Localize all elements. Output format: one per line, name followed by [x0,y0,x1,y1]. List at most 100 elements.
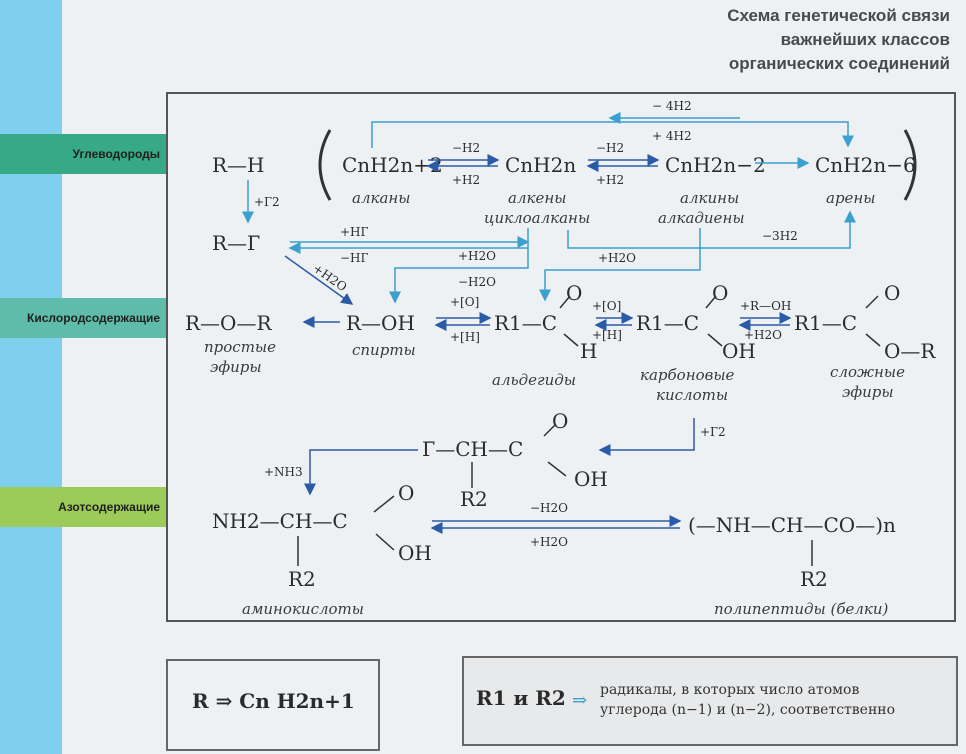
name-alkanes: алканы [352,189,411,207]
cond-mh2o-a: −H2O [458,275,496,289]
legend-r1r2: R1 и R2 [476,686,566,710]
arrow-rg-alcohol [284,255,354,305]
formula-ester-o: O [884,281,900,305]
formula-peptide-r2: R2 [800,567,828,591]
cond-ph2: +[H] [592,328,622,342]
cond-po2: +[O] [592,299,621,313]
formula-amino: NH2—CH—C [212,509,348,533]
formula-peptide: (—NH—CH—CO—)n [688,513,896,537]
arrow-acid-haloacid [598,418,695,456]
name-ethers2: эфиры [210,358,262,376]
cond-ph2o-b: +H2O [458,249,496,263]
side-color-band [0,0,62,754]
cond-ph2o-e: +H2O [530,535,568,549]
formula-amino-o: O [398,481,414,505]
cond-ph2o-d: +H2O [744,328,782,342]
cond-roh: +R—OH [740,299,791,313]
formula-rg: R—Г [212,231,260,255]
bond-amino-o [373,495,395,513]
bond-ester-o [865,295,879,309]
formula-haloacid-oh: OH [574,467,608,491]
formula-acid-r1c: R1—C [636,311,699,335]
name-alcohols: спирты [352,341,416,359]
formula-aldehyde-o: O [566,281,582,305]
formula-rh: R—H [212,153,265,177]
scheme-frame [166,92,956,622]
bond-amino-oh [375,533,395,551]
bond-acid-oh [707,333,723,347]
page-title: Схема генетической связи важнейших класс… [727,4,950,76]
name-alkynes: алкины [680,189,739,207]
formula-haloacid-r2: R2 [460,487,488,511]
formula-haloacid-o: O [552,409,568,433]
cond-p4h2: + 4H2 [652,129,692,143]
cond-pnh3: +NH3 [264,465,303,479]
formula-aldehyde-h: H [580,339,597,363]
tag-oxygen-label: Кислородсодержащие [27,311,160,325]
arrow-alkyne-aldehyde-line [590,228,701,271]
legend-box-r1r2: R1 и R2 ⇒ радикалы, в которых число атом… [462,656,958,746]
formula-alkyne: CnH2n−2 [665,153,766,177]
formula-aldehyde-r1c: R1—C [494,311,557,335]
formula-alkane: CnH2n+2 [342,153,443,177]
arrow-alkene-alcohol [389,228,529,304]
arrow-cyclo-arene [567,210,856,249]
name-aldehydes: альдегиды [492,371,576,389]
formula-haloacid: Г—CH—C [422,437,523,461]
name-alkadienes: алкадиены [658,209,745,227]
cond-mh2a: −H2 [452,141,480,155]
legend-text-1: радикалы, в которых число атомов [600,682,860,698]
cond-po1: +[O] [450,295,479,309]
cond-ph1: +[H] [450,330,480,344]
formula-acid-oh: OH [722,339,756,363]
bond-haloacid-o [543,423,557,437]
cond-m3h2: −3H2 [762,229,798,243]
formula-alkene: CnH2n [505,153,576,177]
tag-hydrocarbons: Углеводороды [0,134,168,174]
bond-aldehyde-o [559,295,571,309]
arrow-alkyne-aldehyde [539,269,590,302]
cond-mh2o-e: −H2O [530,501,568,515]
formula-ether: R—O—R [185,311,272,335]
bond-haloacid-oh [547,461,567,477]
formula-alcohol: R—OH [346,311,415,335]
formula-acid-o: O [712,281,728,305]
bond-acid-o [705,295,717,309]
formula-ester-or: O—R [884,339,936,363]
open-paren [318,129,332,201]
cond-ph2b: +H2 [596,173,624,187]
name-acids2: кислоты [656,386,728,404]
name-aminoacids: аминокислоты [242,600,364,618]
bond-aldehyde-h [563,333,579,347]
double-arrow-icon: ⇒ [572,690,588,711]
legend-box-r: R ⇒ Cn H2n+1 [166,659,380,751]
tag-nitrogen: Азотсодержащие [0,487,168,527]
cond-ph2a: +H2 [452,173,480,187]
cond-ph2o-c: +H2O [598,251,636,265]
name-cycloalkanes: циклоалканы [484,209,590,227]
name-ethers1: простые [204,338,276,356]
title-line-1: Схема генетической связи [727,6,950,25]
close-paren [903,129,917,201]
cond-pg2: +Г2 [700,425,726,439]
title-line-2: важнейших классов [780,30,950,49]
name-acids1: карбоновые [640,366,735,384]
legend-text-2: углерода (n−1) и (n−2), соответственно [600,702,896,718]
tag-hydrocarbons-label: Углеводороды [72,147,160,161]
cond-mhg: −НГ [340,251,369,265]
name-alkenes: алкены [508,189,566,207]
legend-r-formula: R ⇒ Cn H2n+1 [192,689,355,713]
name-arenes: арены [826,189,876,207]
arrow-haloacid-amino [304,449,418,496]
cond-mh2b: −H2 [596,141,624,155]
title-line-3: органических соединений [728,54,950,73]
tag-nitrogen-label: Азотсодержащие [58,500,160,514]
cond-pg: +Г2 [254,195,280,209]
formula-ester-r1c: R1—C [794,311,857,335]
cond-m4h2: − 4H2 [652,99,692,113]
cond-phg: +НГ [340,225,369,239]
formula-arene: CnH2n−6 [815,153,916,177]
tag-oxygen: Кислородсодержащие [0,298,168,338]
formula-amino-oh: OH [398,541,432,565]
